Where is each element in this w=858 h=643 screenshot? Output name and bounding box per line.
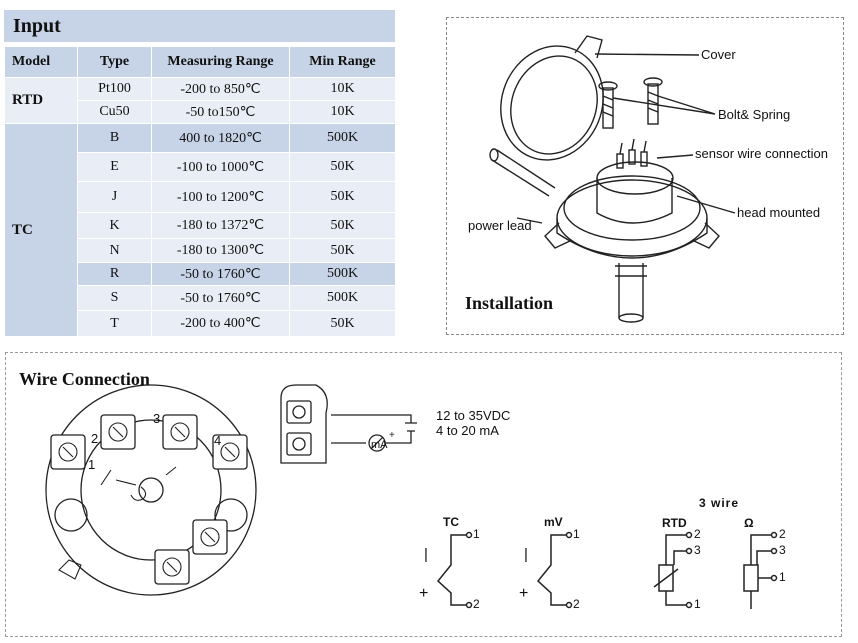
label-cover: Cover bbox=[701, 47, 736, 62]
cell-min: 500K bbox=[289, 123, 396, 153]
table-row: S -50 to 1760℃ 500K bbox=[5, 285, 396, 311]
cell-range: -50 to150℃ bbox=[151, 100, 290, 124]
cell-range: -200 to 850℃ bbox=[151, 77, 290, 101]
wire-connection-panel: Wire Connection 2 3 4 bbox=[5, 352, 842, 637]
installation-drawing bbox=[489, 35, 736, 323]
terminal-label-2: 2 bbox=[91, 431, 99, 446]
cell-min: 500K bbox=[289, 285, 396, 311]
cell-min: 50K bbox=[289, 181, 396, 213]
tc-minus: | bbox=[424, 546, 428, 563]
input-spec-table: Model Type Measuring Range Min Range RTD… bbox=[4, 46, 396, 337]
installation-panel: Cover Bolt& Spring sensor wire connectio… bbox=[446, 17, 844, 335]
tc-plus: + bbox=[419, 585, 429, 602]
col-header-type: Type bbox=[77, 46, 152, 78]
cell-range: -50 to 1760℃ bbox=[151, 262, 290, 286]
label-power-lead: power lead bbox=[468, 218, 532, 233]
cell-type: N bbox=[77, 238, 152, 263]
tc-label: TC bbox=[443, 515, 459, 529]
cell-type: S bbox=[77, 285, 152, 311]
rtd-label: RTD bbox=[662, 516, 687, 530]
rtd-terminal-2: 2 bbox=[694, 527, 701, 541]
mv-plus: + bbox=[519, 585, 529, 602]
power-loop-drawing: + bbox=[280, 384, 417, 464]
col-header-model: Model bbox=[4, 46, 78, 78]
cell-range: -100 to 1200℃ bbox=[151, 181, 290, 213]
cell-min: 500K bbox=[289, 262, 396, 286]
cell-range: -180 to 1300℃ bbox=[151, 238, 290, 263]
cell-min: 10K bbox=[289, 77, 396, 101]
label-head-mounted: head mounted bbox=[737, 205, 821, 220]
supply-voltage: 12 to 35VDC bbox=[436, 408, 511, 423]
rtd-terminal-1: 1 bbox=[694, 597, 701, 611]
table-row: T -200 to 400℃ 50K bbox=[5, 310, 396, 337]
ohm-wiring-diagram bbox=[743, 531, 778, 609]
cell-type: Cu50 bbox=[77, 100, 152, 124]
terminal-label-3: 3 bbox=[153, 411, 161, 426]
cell-range: -50 to 1760℃ bbox=[151, 285, 290, 311]
cell-min: 50K bbox=[289, 152, 396, 182]
mv-wiring-diagram bbox=[536, 531, 573, 609]
input-title: Input bbox=[4, 10, 395, 42]
terminal-label-4: 4 bbox=[214, 433, 222, 448]
cell-type: J bbox=[77, 181, 152, 213]
model-rtd: RTD bbox=[4, 77, 78, 124]
col-header-min: Min Range bbox=[289, 46, 396, 78]
supply-current: 4 to 20 mA bbox=[436, 423, 499, 438]
rtd-wiring-diagram bbox=[653, 531, 693, 609]
cell-type: R bbox=[77, 262, 152, 286]
table-row: E -100 to 1000℃ 50K bbox=[5, 152, 396, 182]
cell-type: K bbox=[77, 212, 152, 239]
table-header-row: Model Type Measuring Range Min Range bbox=[4, 46, 396, 78]
cell-min: 50K bbox=[289, 310, 396, 337]
ohm-terminal-1: 1 bbox=[779, 570, 786, 584]
ohm-terminal-2: 2 bbox=[779, 527, 786, 541]
meter-unit: mA bbox=[371, 439, 388, 451]
svg-text:+: + bbox=[389, 430, 395, 441]
transmitter-module-drawing bbox=[45, 384, 257, 596]
tc-terminal-top: 1 bbox=[473, 527, 480, 541]
label-sensor-wire: sensor wire connection bbox=[695, 146, 828, 161]
mv-minus: | bbox=[524, 546, 528, 563]
cell-min: 50K bbox=[289, 238, 396, 263]
mv-terminal-bottom: 2 bbox=[573, 597, 580, 611]
table-row: TC B 400 to 1820℃ 500K bbox=[4, 123, 396, 337]
cell-min: 10K bbox=[289, 100, 396, 124]
tc-wiring-diagram bbox=[436, 531, 473, 609]
cell-range: -200 to 400℃ bbox=[151, 310, 290, 337]
rtd-terminal-3: 3 bbox=[694, 543, 701, 557]
three-wire-label: 3 wire bbox=[699, 496, 740, 510]
label-bolt-spring: Bolt& Spring bbox=[718, 107, 791, 122]
cell-range: 400 to 1820℃ bbox=[151, 123, 290, 153]
ohm-terminal-3: 3 bbox=[779, 543, 786, 557]
ohm-label: Ω bbox=[744, 516, 754, 530]
cell-range: -180 to 1372℃ bbox=[151, 212, 290, 239]
input-panel: Input Model Type Measuring Range Min Ran… bbox=[2, 2, 396, 342]
col-header-range: Measuring Range bbox=[151, 46, 290, 78]
wire-connection-title: Wire Connection bbox=[19, 369, 150, 389]
model-tc: TC bbox=[4, 123, 78, 337]
cell-type: T bbox=[77, 310, 152, 337]
cell-type: B bbox=[77, 123, 152, 153]
cell-min: 50K bbox=[289, 212, 396, 239]
cell-type: Pt100 bbox=[77, 77, 152, 101]
mv-terminal-top: 1 bbox=[573, 527, 580, 541]
table-row: RTD Pt100 -200 to 850℃ 10K bbox=[4, 77, 396, 124]
mv-label: mV bbox=[544, 515, 563, 529]
cell-range: -100 to 1000℃ bbox=[151, 152, 290, 182]
cell-type: E bbox=[77, 152, 152, 182]
terminal-label-1: 1 bbox=[88, 457, 96, 472]
tc-terminal-bottom: 2 bbox=[473, 597, 480, 611]
installation-title: Installation bbox=[465, 293, 554, 313]
table-row: N -180 to 1300℃ 50K bbox=[5, 238, 396, 263]
